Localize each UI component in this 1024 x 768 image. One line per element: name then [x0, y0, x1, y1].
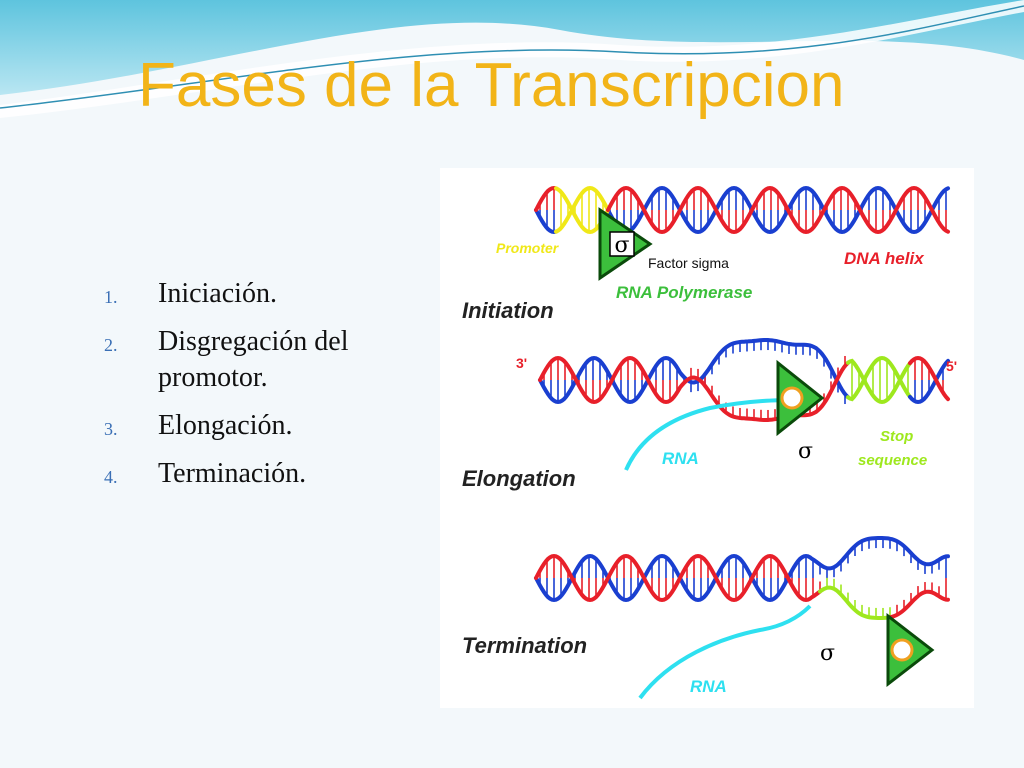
sigma-symbol: σ [798, 439, 813, 464]
stage-label-termination: Termination [462, 633, 587, 658]
list-item-label: Elongación. [158, 410, 293, 441]
stage-label-elongation: Elongation [462, 466, 576, 491]
list-item: 2. Disgregación del promotor. [104, 324, 434, 396]
transcription-diagram: σ Promoter Factor sigma DNA helix RNA Po… [440, 168, 974, 708]
end-3-label: 3' [516, 355, 527, 371]
end-5-label: 5' [946, 358, 957, 374]
list-item: 4. Terminación. [104, 456, 434, 492]
list-item: 3. Elongación. [104, 408, 434, 444]
active-site-icon [892, 640, 912, 660]
stop-sequence-label-2: sequence [858, 452, 927, 469]
list-number: 1. [104, 279, 118, 315]
list-item: 1. Iniciación. [104, 276, 434, 312]
sigma-symbol: σ [614, 233, 629, 258]
promoter-label: Promoter [496, 240, 560, 256]
rna-label: RNA [690, 677, 727, 696]
stage-label-initiation: Initiation [462, 298, 554, 323]
list-item-label: Terminación. [158, 458, 306, 489]
list-number: 2. [104, 327, 118, 363]
list-item-label: Iniciación. [158, 278, 277, 309]
sigma-symbol: σ [820, 641, 835, 666]
slide-title: Fases de la Transcripcion [138, 50, 844, 121]
rna-polymerase-label: RNA Polymerase [616, 283, 752, 302]
list-item-label: Disgregación del promotor. [158, 326, 349, 393]
list-number: 3. [104, 411, 118, 447]
phase-list: 1. Iniciación. 2. Disgregación del promoto… [104, 276, 434, 504]
stop-sequence-label-1: Stop [880, 428, 913, 445]
list-number: 4. [104, 459, 118, 495]
factor-sigma-label: Factor sigma [648, 255, 729, 271]
rna-label: RNA [662, 449, 699, 468]
dna-helix-label: DNA helix [844, 249, 925, 268]
active-site-icon [782, 388, 802, 408]
